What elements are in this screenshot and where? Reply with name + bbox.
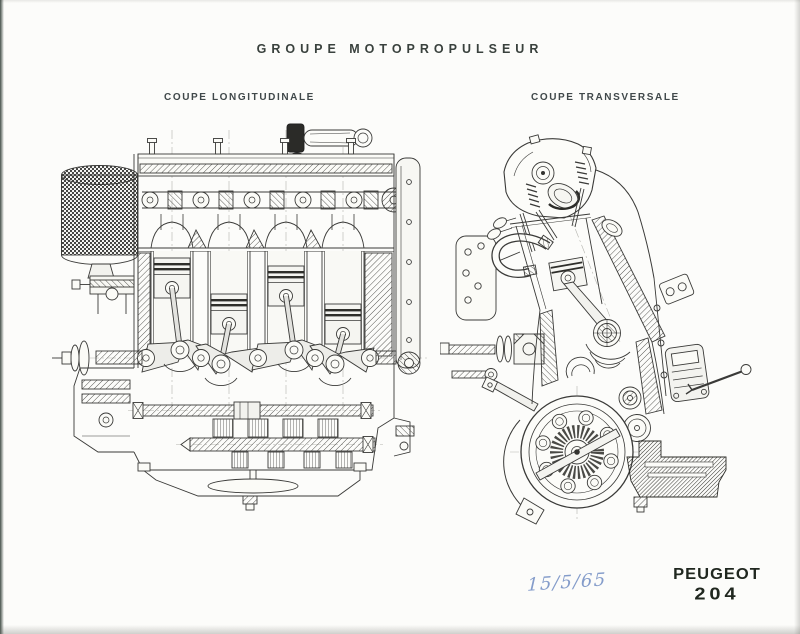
cylinder-head [503, 134, 597, 253]
fuel-pump [71, 275, 135, 314]
water-pump [440, 333, 545, 381]
stay-rod [481, 376, 539, 412]
model-number: 204 [694, 583, 740, 604]
piston-rod-crank [548, 256, 631, 369]
breather-hose [491, 233, 554, 278]
engine-block [509, 169, 668, 397]
final-drive-flange [503, 395, 634, 525]
photo-edge-right [794, 0, 800, 634]
brand-wordmark: PEUGEOT [673, 565, 761, 583]
bell-housing [531, 309, 665, 442]
gearbox [132, 401, 376, 469]
mount-bracket [455, 235, 521, 321]
photo-edge-top [0, 0, 800, 3]
photo-edge-bottom [0, 625, 800, 634]
oil-pan [133, 368, 395, 511]
longitudinal-section-drawing [52, 123, 430, 511]
peugeot-204-logo: PEUGEOT 204 [668, 566, 766, 604]
clutch-housing [73, 367, 134, 453]
exhaust-stubs [487, 217, 517, 240]
photo-edge-left [0, 0, 4, 634]
oil-pan [626, 440, 727, 513]
caption-transverse-section: COUPE TRANSVERSALE [531, 92, 680, 103]
upper-bracket [659, 273, 695, 305]
camshaft [141, 187, 407, 213]
cylinder-head [138, 214, 394, 252]
handwritten-date: 15/5/65 [526, 569, 608, 596]
caption-longitudinal-section: COUPE LONGITUDINALE [164, 92, 315, 103]
filter-drum [61, 165, 138, 279]
transverse-section-drawing [440, 134, 752, 525]
page-title: GROUPE MOTOPROPULSEUR [256, 42, 544, 56]
end-bracket [393, 417, 415, 457]
control-rod [685, 364, 752, 395]
crankshaft [52, 339, 421, 386]
engine-block [133, 154, 421, 369]
